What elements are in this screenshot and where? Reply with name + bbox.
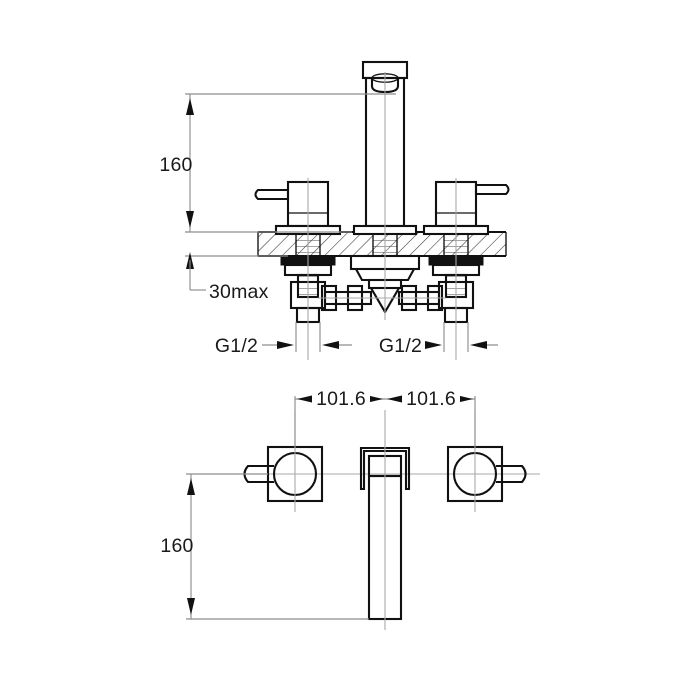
front-elevation-view: 160 30max G1/2 G1/2 — [159, 60, 510, 360]
left-handle-lever — [254, 188, 290, 201]
spout-assembly — [349, 60, 421, 320]
spout-fixing-nut — [354, 267, 416, 282]
dim-g12-left-arrow-left — [322, 341, 339, 349]
dim-1016-right-arrow-left — [387, 395, 404, 403]
dim-1016-right-label: 101.6 — [406, 388, 456, 410]
left-handle-assembly — [254, 178, 342, 360]
dimension-inlet-left: G1/2 — [215, 322, 352, 357]
plan-spout — [359, 410, 411, 630]
dim-1016-right-arrow-right — [456, 395, 473, 403]
dim-1016-left-arrow-left — [297, 395, 314, 403]
dimension-spout-reach: 160 — [160, 473, 369, 620]
dimension-spacing-right: 101.6 — [385, 387, 476, 447]
dim-1016-left-arrow-right — [366, 395, 383, 403]
dim-160-arrow-down — [186, 211, 194, 228]
dimension-spacing-left: 101.6 — [294, 387, 385, 447]
right-handle-assembly — [422, 178, 510, 360]
dim-1016-left-label: 101.6 — [316, 388, 366, 410]
dim-g12-left-label: G1/2 — [215, 335, 258, 357]
dimension-deck-thickness: 30max — [185, 252, 288, 303]
dim-160-label: 160 — [159, 154, 192, 176]
dim-1016-left-label-bg — [312, 387, 370, 411]
connecting-pipework — [318, 284, 446, 312]
plan-left-handle — [243, 410, 324, 512]
right-handle-lever — [474, 183, 510, 196]
plan-spout-bracket — [359, 446, 411, 491]
dim-1016-right-label-bg — [402, 387, 460, 411]
dimension-spout-height: 160 — [159, 93, 396, 233]
dim-30max-label: 30max — [209, 281, 269, 303]
dim-reach-arrow-up — [187, 478, 195, 495]
dim-g12-left-arrow-right — [277, 341, 294, 349]
dim-g12-right-arrow-right — [425, 341, 442, 349]
plan-right-handle — [446, 410, 527, 512]
plan-view: 101.6 101.6 160 — [160, 387, 540, 630]
dim-reach-arrow-down — [187, 598, 195, 615]
dim-160-arrow-up — [186, 98, 194, 115]
dimension-inlet-right: G1/2 — [379, 322, 498, 357]
dim-g12-right-arrow-left — [470, 341, 487, 349]
plan-right-lever — [496, 464, 527, 484]
dim-reach-label: 160 — [160, 535, 193, 557]
dim-g12-right-label: G1/2 — [379, 335, 422, 357]
